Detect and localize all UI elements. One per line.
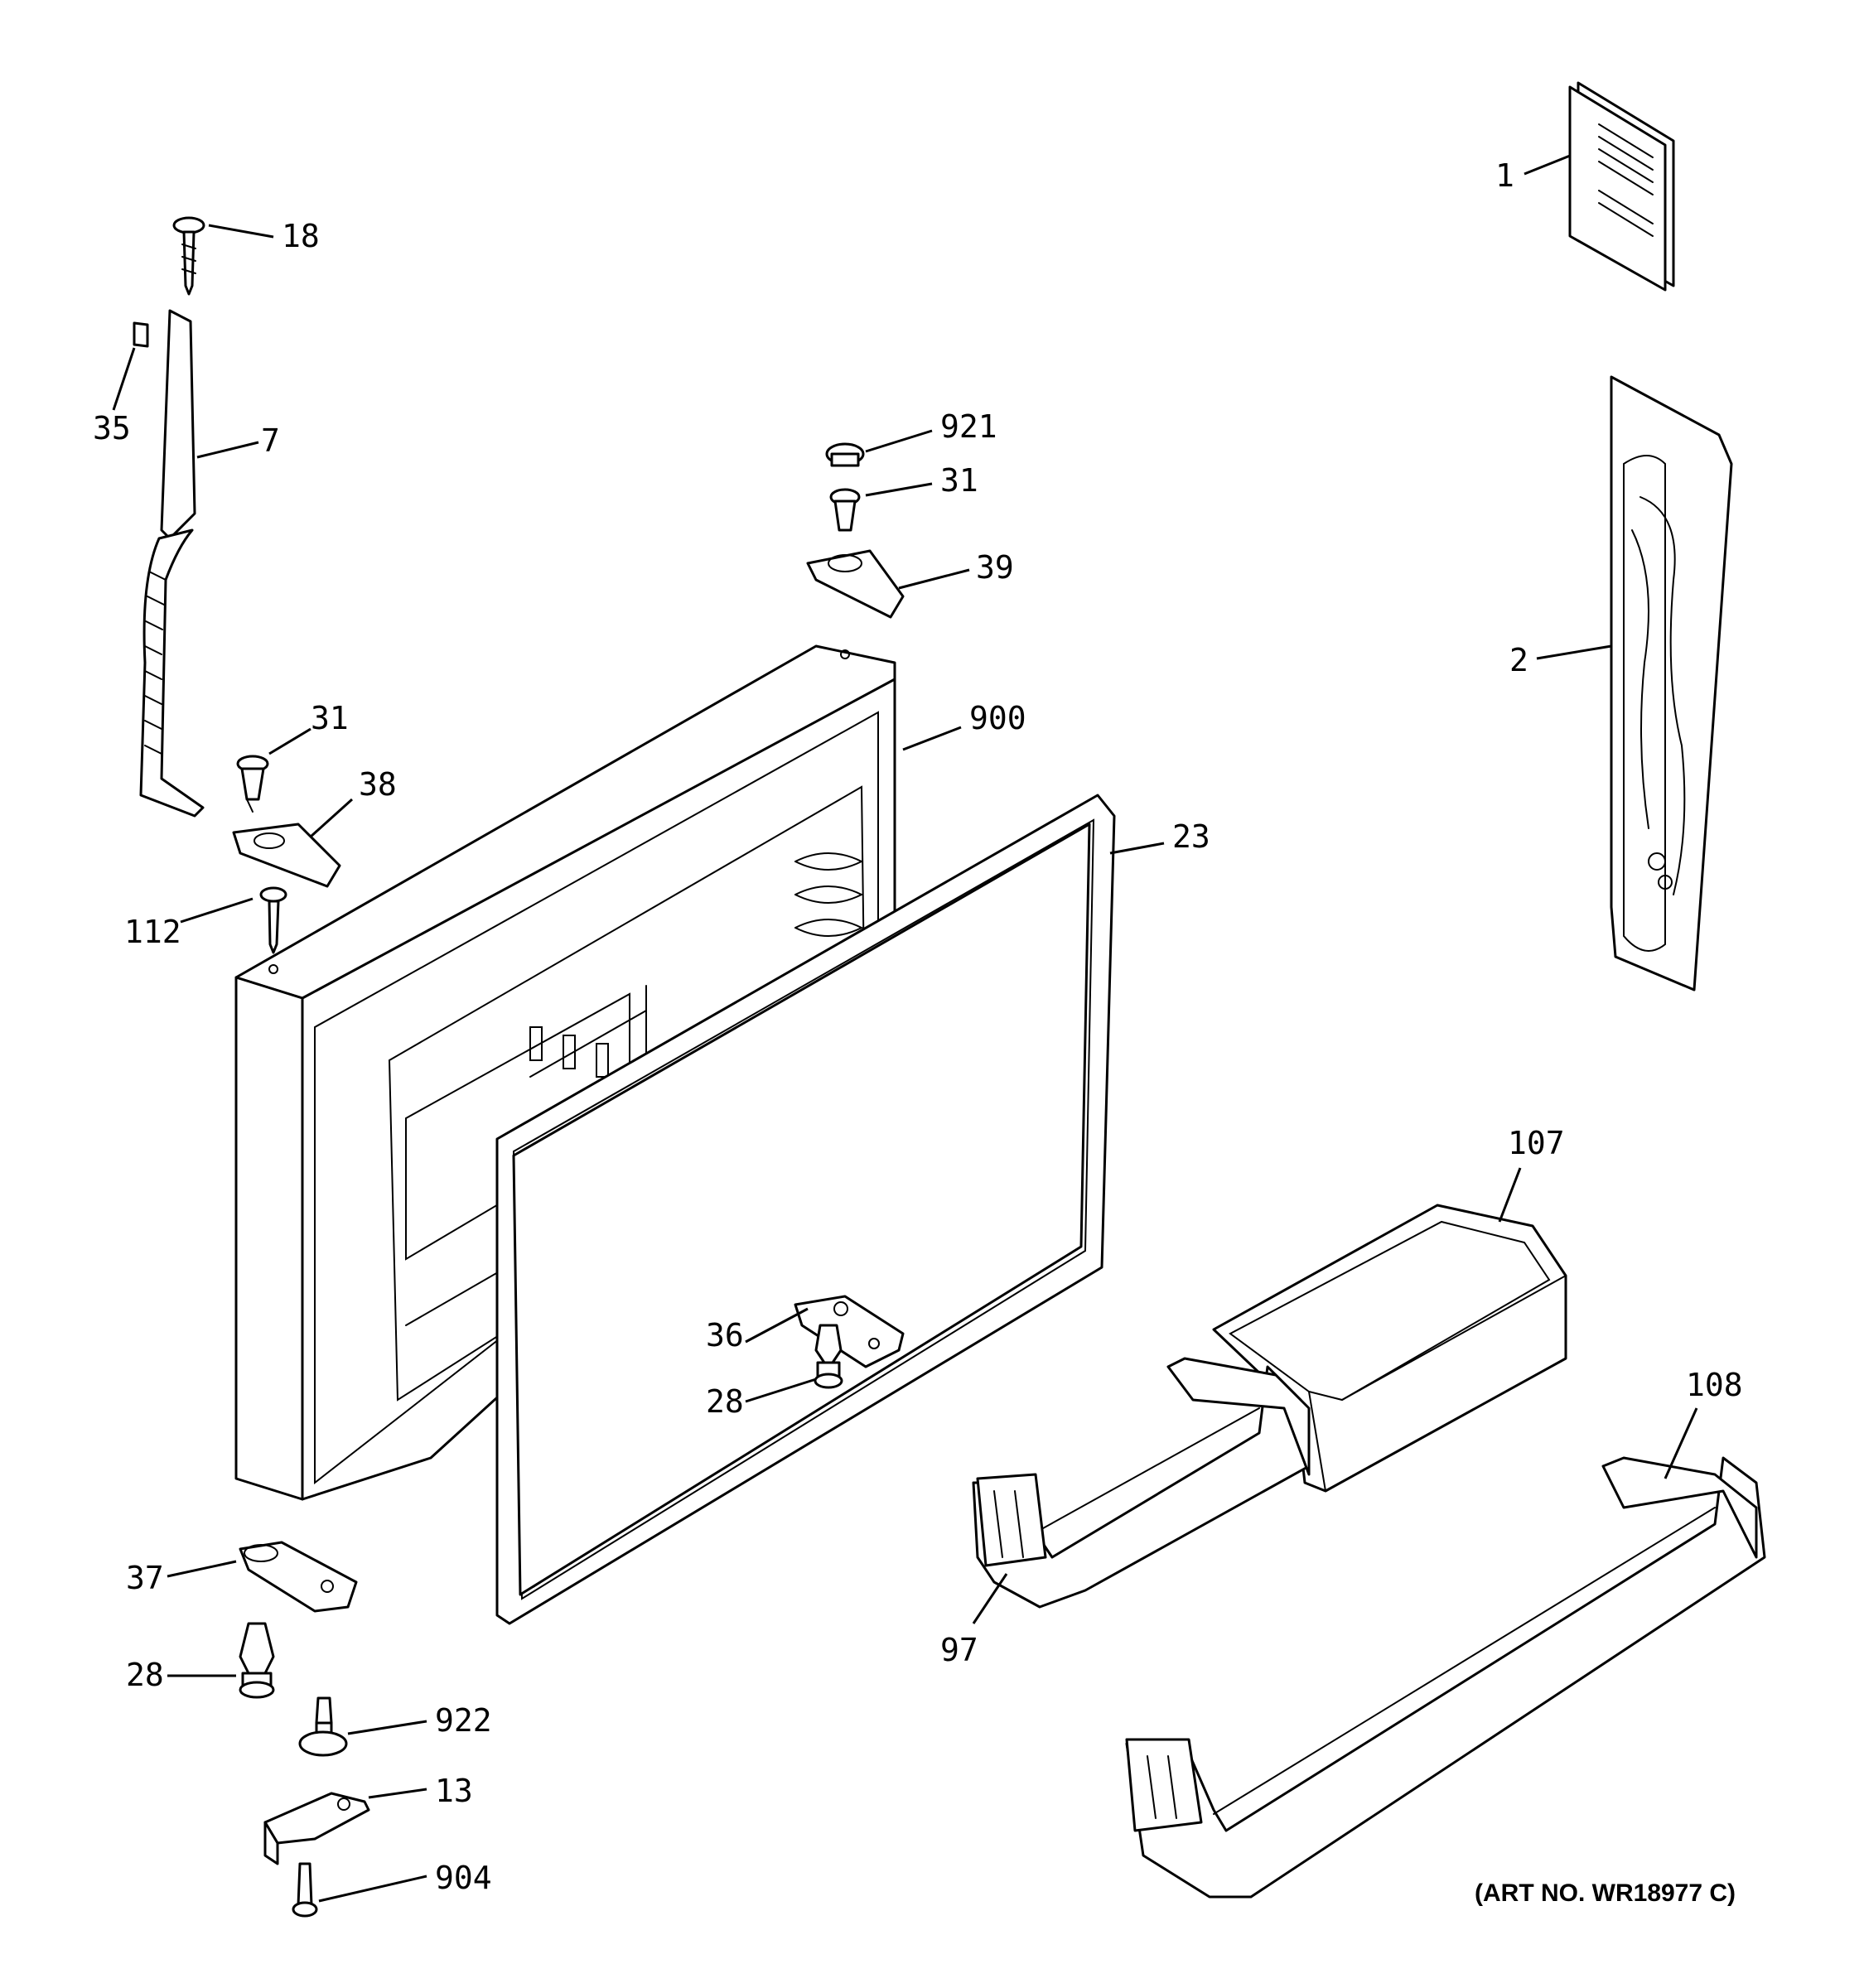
part-31-bushing-top: [829, 488, 861, 532]
part-36-bracket: [794, 1295, 905, 1368]
leader-900: [902, 726, 962, 751]
leader-13: [368, 1788, 427, 1799]
leader-31a: [268, 727, 311, 755]
callout-39: 39: [976, 549, 1014, 586]
part-2-handle: [1610, 375, 1733, 992]
callout-921: 921: [940, 408, 997, 445]
leader-922: [347, 1720, 427, 1735]
leader-108: [1664, 1407, 1698, 1479]
callout-38: 38: [359, 766, 397, 803]
leader-2: [1536, 644, 1612, 660]
part-35-pad: [133, 321, 149, 348]
leader-36: [745, 1307, 809, 1344]
part-28-pin-center: [814, 1324, 843, 1389]
leader-39: [898, 568, 970, 590]
leader-lines: [112, 154, 1698, 1903]
part-922-screw: [298, 1696, 348, 1757]
part-108-door-bin: [1125, 1456, 1766, 1899]
leader-38: [309, 798, 354, 838]
callout-13: 13: [435, 1773, 473, 1809]
callout-35: 35: [93, 410, 131, 446]
part-37-bracket: [239, 1541, 358, 1613]
art-number: (ART NO. WR18977 C): [1475, 1879, 1736, 1907]
callout-37: 37: [126, 1560, 164, 1596]
callout-2: 2: [1509, 642, 1528, 678]
callout-labels: 1 2 18 35 7 921 31 39 31 38 112 900 23 3…: [93, 157, 1743, 1896]
part-38-shim: [232, 823, 341, 888]
part-97-door-bin: [972, 1357, 1311, 1609]
part-23-gasket: [495, 794, 1116, 1625]
part-904-screw: [292, 1862, 318, 1918]
callout-107: 107: [1508, 1125, 1565, 1161]
part-921-cap: [825, 442, 865, 467]
callout-922: 922: [435, 1702, 492, 1739]
callout-904: 904: [435, 1860, 492, 1896]
callout-31-left: 31: [311, 700, 349, 736]
leader-31c: [865, 482, 933, 497]
callout-7: 7: [261, 422, 280, 459]
leader-112: [180, 897, 254, 924]
callout-36: 36: [706, 1317, 744, 1353]
part-31-bushing-left: [236, 755, 269, 813]
callout-28-lower: 28: [126, 1657, 164, 1693]
leader-1: [1524, 154, 1571, 176]
part-7-hinge-harness: [139, 309, 205, 818]
leader-35: [112, 347, 136, 411]
part-13-hinge: [263, 1792, 370, 1865]
leader-97: [972, 1573, 1008, 1624]
part-18-screw: [172, 216, 205, 296]
part-112-screw: [259, 886, 287, 954]
callout-28-center: 28: [706, 1383, 744, 1420]
leader-904: [318, 1875, 427, 1903]
callout-108: 108: [1686, 1367, 1743, 1403]
callout-18: 18: [282, 218, 320, 254]
leader-37: [167, 1560, 237, 1578]
callout-900: 900: [969, 700, 1026, 736]
callout-1: 1: [1495, 157, 1514, 194]
callout-23: 23: [1172, 818, 1210, 855]
callout-112: 112: [124, 914, 181, 950]
part-39-shim: [806, 549, 905, 619]
part-28-pin-lower: [239, 1622, 275, 1699]
callout-31-top: 31: [940, 462, 978, 499]
leader-107: [1498, 1167, 1522, 1223]
part-1-manual: [1568, 81, 1675, 292]
leader-23: [1109, 842, 1165, 855]
leader-18: [208, 224, 274, 239]
leader-31b: [865, 429, 933, 453]
leader-7: [196, 441, 259, 459]
leader-28a: [745, 1378, 817, 1403]
callout-97: 97: [940, 1632, 978, 1668]
